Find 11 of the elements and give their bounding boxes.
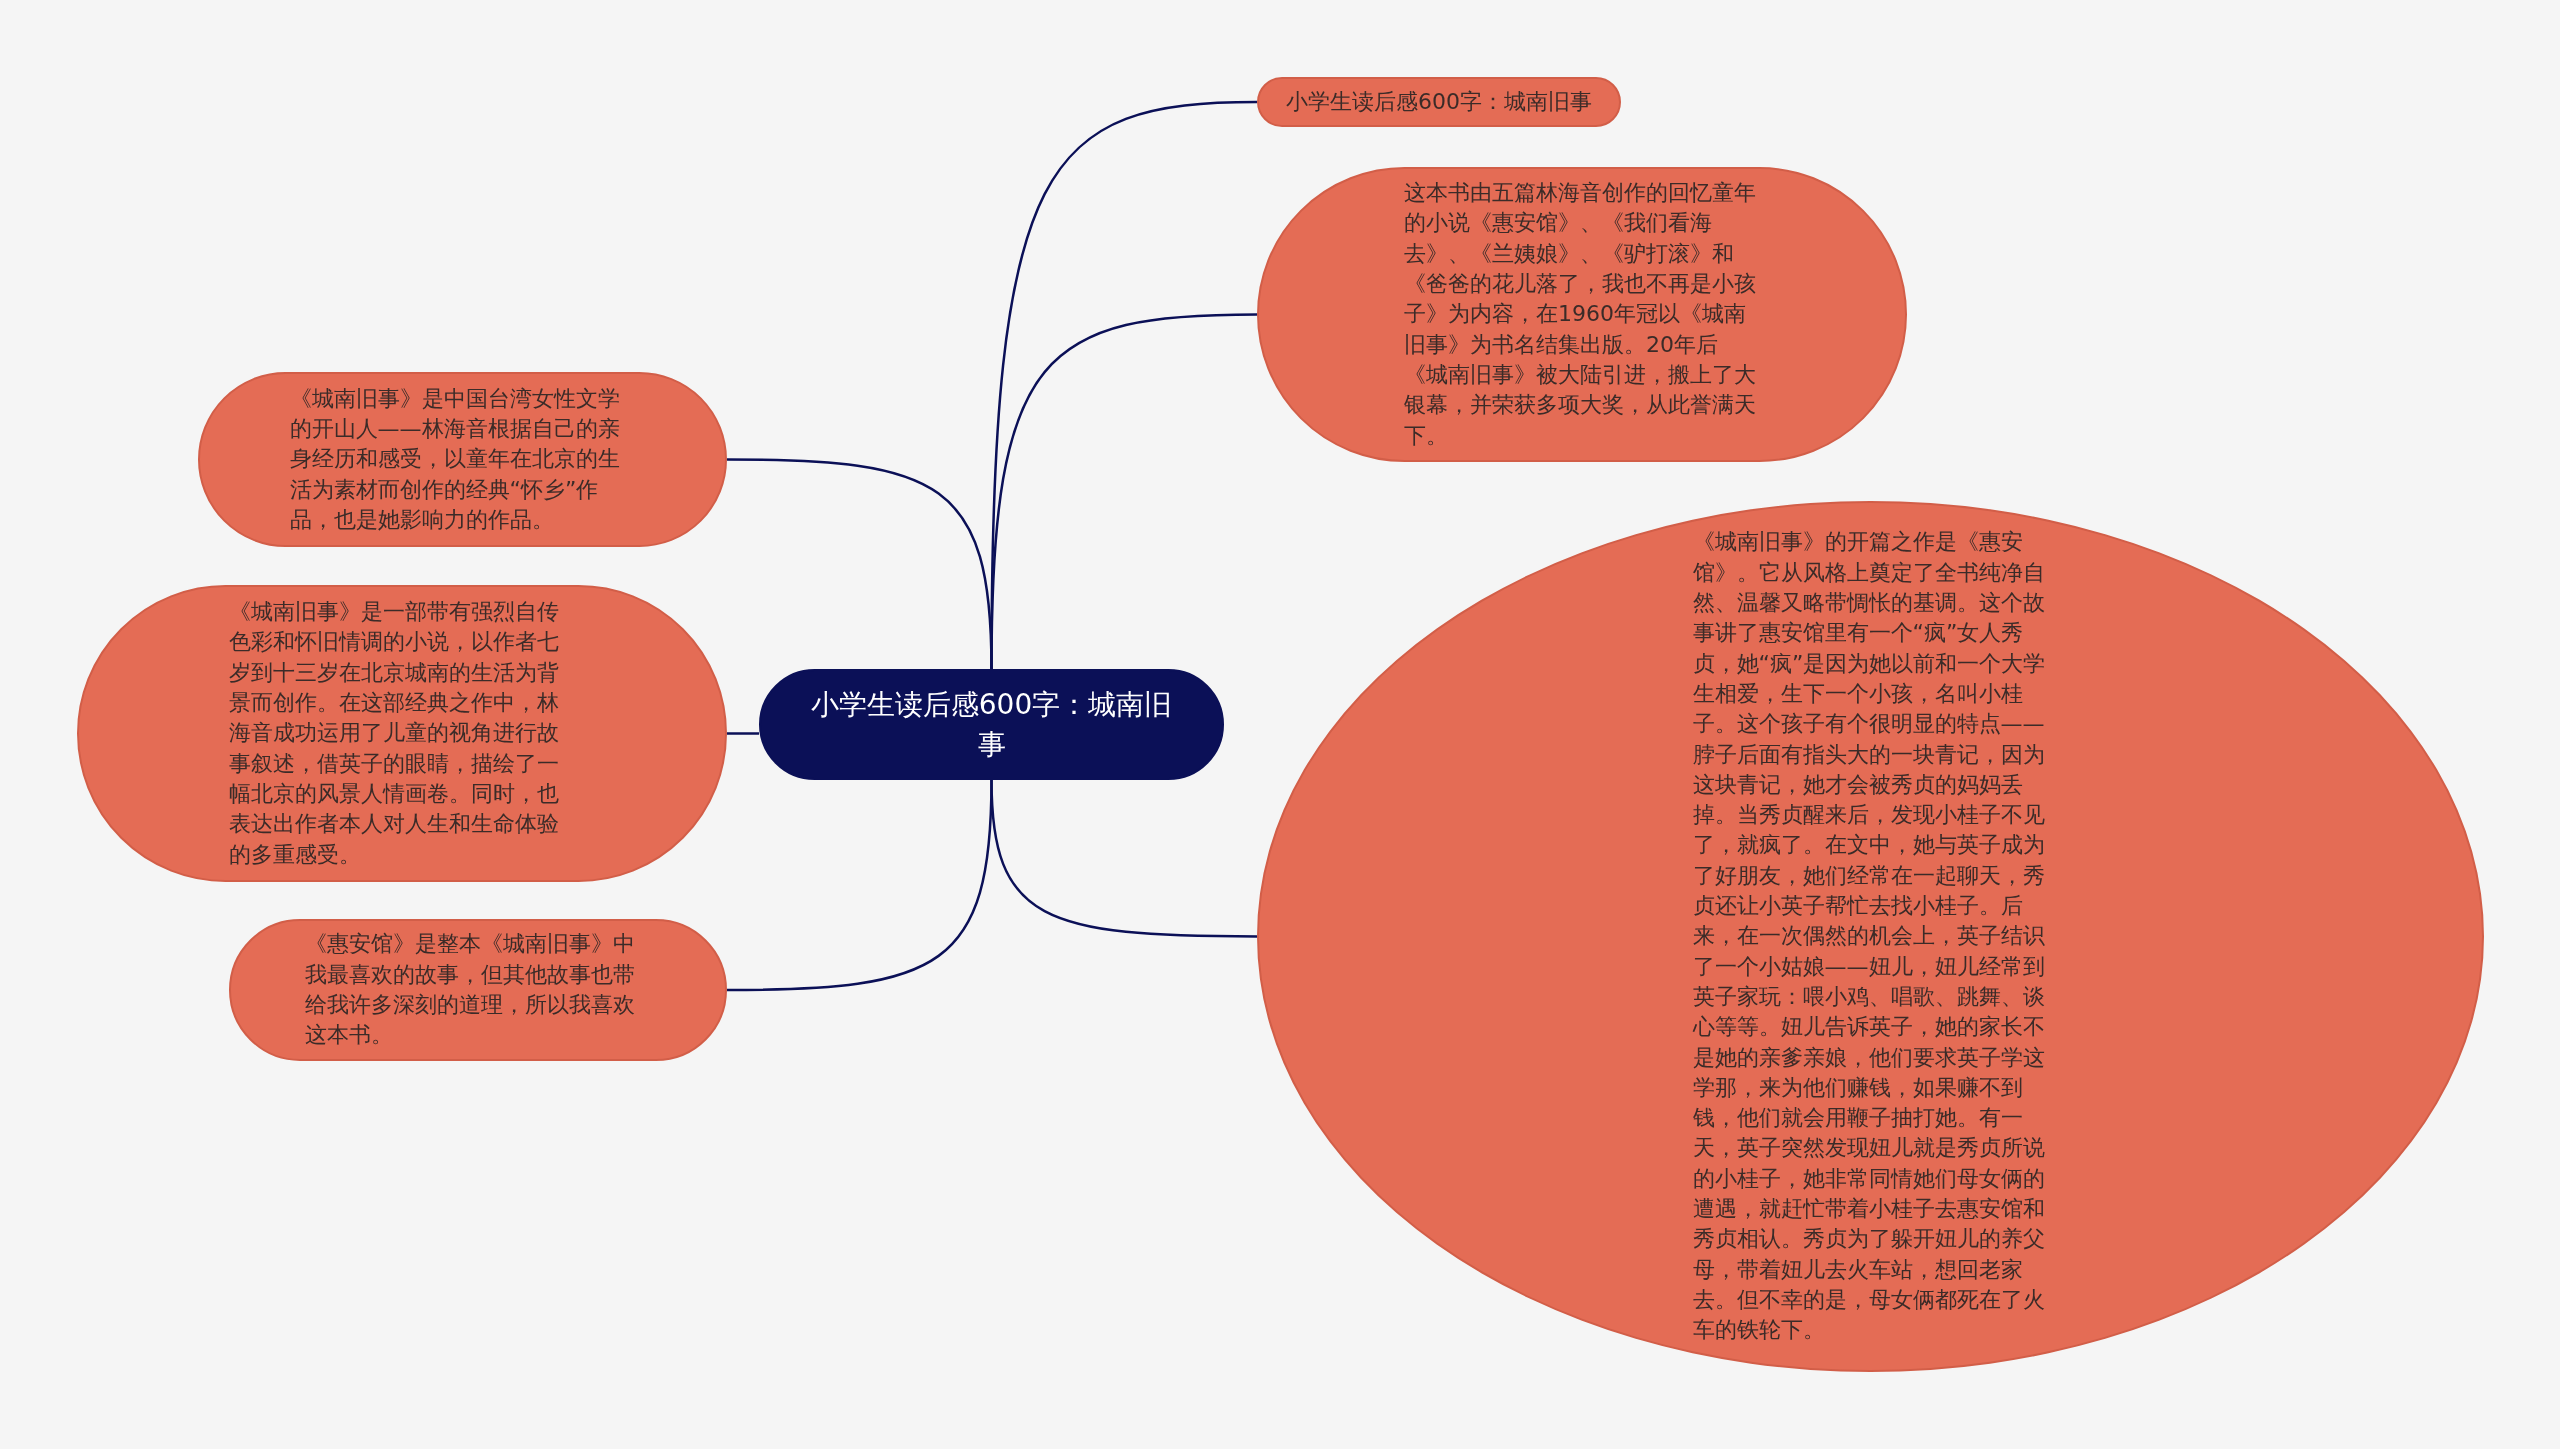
topic-text: 《城南旧事》的开篇之作是《惠安馆》。它从风格上奠定了全书纯净自然、温馨又略带惆怅的基调。这个故事讲了惠安馆里有一个“疯”女人秀贞，她“疯”是因为她以前和一个大学生相爱，生下一个小孩，名叫小桂子。这个孩子有个很明显的特点——脖子后面有指头大的一块青记，因为这块青记，她才会被秀贞的妈妈丢掉。当秀贞醒来后，发现小桂子不见了，就疯了。在文中，她与英子成为了好朋友，她们经常在一起聊天，秀贞还让小英子帮忙去找小桂子。后来，在一次偶然的机会上，英子结识了一个小姑娘——妞儿，妞儿经常到英子家玩：喂小鸡、唱歌、跳舞、谈心等等。妞儿告诉英子，她的家长不是她的亲爹亲娘，他们要求英子学这学那，来为他们赚钱，如果赚不到钱，他们就会用鞭子抽打她。有一天，英子突然发现妞儿就是秀贞所说的小桂子，她非常同情她们母女俩的遭遇，就赶忙带着小桂子去惠安馆和秀贞相认。秀贞为了躲开妞儿的养父母，带着妞儿去火车站，想回老家去。但不幸的是，母女俩都死在了火车的铁轮下。 <box>1692 528 2047 1345</box>
connector-curve <box>727 458 993 670</box>
topic-text: 《城南旧事》是中国台湾女性文学的开山人——林海音根据自己的亲身经历和感受，以童年在北京的生活为素材而创作的经典“怀乡”作品，也是她影响力的作品。 <box>289 384 621 534</box>
topic-pill <box>1257 77 1621 127</box>
topic-text: 这本书由五篇林海音创作的回忆童年的小说《惠安馆》、《我们看海去》、《兰姨娘》、《驴打滚》和《爸爸的花儿落了，我也不再是小孩子》为内容，在1960年冠以《城南旧事》为书名结集出版。20年后《城南旧事》被大陆引进，搬上了大银幕，并荣获多项大奖，从此誉满天下。 <box>1404 179 1757 450</box>
topic-text: 《城南旧事》是一部带有强烈自传色彩和怀旧情调的小说，以作者七岁到十三岁在北京城南的生活为背景而创作。在这部经典之作中，林海音成功运用了儿童的视角进行故事叙述，借英子的眼睛，描绘了一幅北京的风景人情画卷。同时，也表达出作者本人对人生和生命体验的多重感受。 <box>229 598 560 869</box>
connector-curve <box>727 732 759 735</box>
topic-text: 《惠安馆》是整本《城南旧事》中我最喜欢的故事，但其他故事也带给我许多深刻的道理，所以我喜欢这本书。 <box>305 930 636 1050</box>
connector-curve <box>727 779 993 992</box>
topic-text: 小学生读后感600字：城南旧事 <box>809 686 1174 763</box>
topic-text: 小学生读后感600字：城南旧事 <box>1286 88 1592 116</box>
